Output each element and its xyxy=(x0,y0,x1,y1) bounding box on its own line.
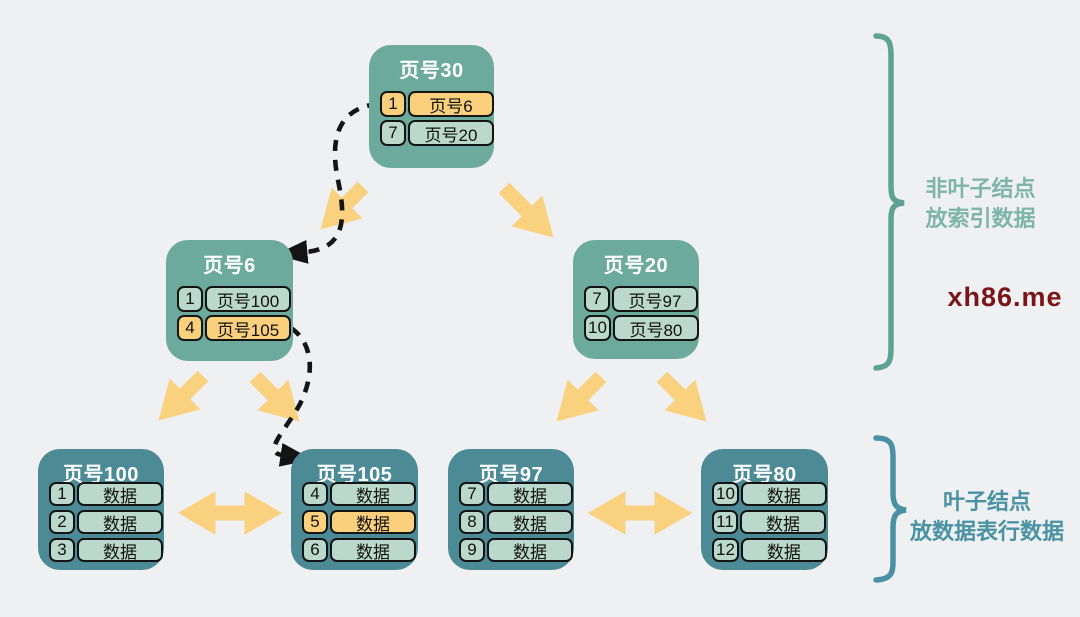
nonleaf-annotation-line1: 非叶子结点 xyxy=(925,176,1036,201)
data-row: 5 数据 xyxy=(302,510,416,534)
entry-key: 1 xyxy=(177,286,203,312)
entry-key: 7 xyxy=(584,286,610,312)
row-data: 数据 xyxy=(487,510,573,534)
row-key: 8 xyxy=(459,510,485,534)
row-data: 数据 xyxy=(77,510,163,534)
node-page105: 页号105 4 数据 5 数据 6 数据 xyxy=(291,449,418,570)
row-data: 数据 xyxy=(740,482,827,506)
index-entry: 4 页号105 xyxy=(177,315,291,341)
data-rows: 7 数据 8 数据 9 数据 xyxy=(459,482,573,562)
leaf-annotation-line2: 放数据表行数据 xyxy=(909,519,1064,544)
row-data: 数据 xyxy=(330,510,416,534)
row-key: 6 xyxy=(302,538,328,562)
entry-key: 7 xyxy=(380,120,406,146)
node-title: 页号20 xyxy=(603,255,669,277)
leaf-annotation: 叶子结点 放数据表行数据 xyxy=(903,487,1071,547)
node-title: 页号6 xyxy=(203,255,256,277)
brace-leaf xyxy=(873,435,907,583)
arrow-page20-to-page97 xyxy=(556,371,607,422)
row-data: 数据 xyxy=(330,538,416,562)
row-data: 数据 xyxy=(487,482,573,506)
index-entry: 1 页号6 xyxy=(380,91,494,117)
data-rows: 4 数据 5 数据 6 数据 xyxy=(302,482,416,562)
entry-pointer: 页号97 xyxy=(612,286,698,312)
arrow-page6-to-page105 xyxy=(249,371,300,422)
row-data: 数据 xyxy=(77,538,163,562)
data-row: 8 数据 xyxy=(459,510,573,534)
data-row: 10 数据 xyxy=(712,482,827,506)
row-key: 9 xyxy=(459,538,485,562)
entry-key: 10 xyxy=(584,315,611,341)
entry-pointer: 页号100 xyxy=(205,286,291,312)
arrow-page20-to-page80 xyxy=(656,371,707,422)
node-page6: 页号6 1 页号100 4 页号105 xyxy=(166,240,293,361)
row-data: 数据 xyxy=(487,538,573,562)
node-page100: 页号100 1 数据 2 数据 3 数据 xyxy=(38,449,164,570)
row-data: 数据 xyxy=(740,538,827,562)
row-data: 数据 xyxy=(77,482,163,506)
row-key: 1 xyxy=(49,482,75,506)
arrow-page30-to-page6 xyxy=(320,181,369,230)
entry-pointer: 页号105 xyxy=(205,315,291,341)
index-entry: 1 页号100 xyxy=(177,286,291,312)
nonleaf-annotation-line2: 放索引数据 xyxy=(925,206,1036,231)
data-row: 3 数据 xyxy=(49,538,163,562)
node-title: 页号100 xyxy=(63,464,139,486)
row-key: 12 xyxy=(712,538,739,562)
row-key: 2 xyxy=(49,510,75,534)
entry-key: 1 xyxy=(380,91,406,117)
entry-pointer: 页号80 xyxy=(612,315,699,341)
data-row: 9 数据 xyxy=(459,538,573,562)
row-key: 4 xyxy=(302,482,328,506)
node-page20: 页号20 7 页号97 10 页号80 xyxy=(573,240,699,359)
node-page30: 页号30 1 页号6 7 页号20 xyxy=(369,45,494,168)
row-key: 10 xyxy=(712,482,739,506)
data-rows: 10 数据 11 数据 12 数据 xyxy=(712,482,827,562)
data-row: 6 数据 xyxy=(302,538,416,562)
index-entry: 7 页号97 xyxy=(584,286,699,312)
node-title: 页号97 xyxy=(478,464,544,486)
index-entry: 10 页号80 xyxy=(584,315,699,341)
data-row: 7 数据 xyxy=(459,482,573,506)
search-path-arrow-page30row-to-page6 xyxy=(275,101,379,264)
entry-pointer: 页号6 xyxy=(408,91,494,117)
row-data: 数据 xyxy=(330,482,416,506)
row-key: 7 xyxy=(459,482,485,506)
node-title: 页号80 xyxy=(732,464,797,486)
data-row: 2 数据 xyxy=(49,510,163,534)
node-page97: 页号97 7 数据 8 数据 9 数据 xyxy=(448,449,574,570)
index-entries: 7 页号97 10 页号80 xyxy=(584,286,699,341)
row-data: 数据 xyxy=(740,510,826,534)
index-entry: 7 页号20 xyxy=(380,120,494,146)
node-title: 页号105 xyxy=(316,464,393,486)
leaf-annotation-line1: 叶子结点 xyxy=(942,489,1031,514)
data-rows: 1 数据 2 数据 3 数据 xyxy=(49,482,163,562)
arrow-page30-to-page20 xyxy=(498,182,554,238)
watermark: xh86.me xyxy=(947,282,1063,312)
entry-pointer: 页号20 xyxy=(408,120,494,146)
index-entries: 1 页号100 4 页号105 xyxy=(177,286,291,341)
index-entries: 1 页号6 7 页号20 xyxy=(380,91,494,146)
data-row: 11 数据 xyxy=(712,510,827,534)
row-key: 3 xyxy=(49,538,75,562)
node-title: 页号30 xyxy=(399,60,464,82)
data-row: 1 数据 xyxy=(49,482,163,506)
node-page80: 页号80 10 数据 11 数据 12 数据 xyxy=(701,449,828,570)
nonleaf-annotation: 非叶子结点 放索引数据 xyxy=(898,174,1063,234)
arrow-page6-to-page100 xyxy=(158,370,209,421)
entry-key: 4 xyxy=(177,315,203,341)
data-row: 12 数据 xyxy=(712,538,827,562)
data-row: 4 数据 xyxy=(302,482,416,506)
row-key: 11 xyxy=(712,510,738,534)
row-key: 5 xyxy=(302,510,328,534)
